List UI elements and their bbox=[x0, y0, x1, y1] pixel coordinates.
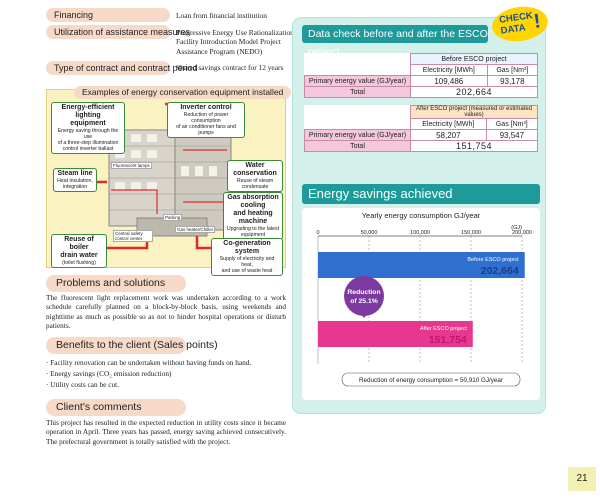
label-steam: Steam line Heat insulation, integration bbox=[53, 168, 97, 192]
equipment-title: Examples of energy conservation equipmen… bbox=[74, 86, 292, 99]
tag-fluorescent-lamps: Fluorescent lamps bbox=[111, 162, 152, 169]
reduction-circle bbox=[344, 276, 384, 316]
utilization-value: Progressive Energy Use Rationalization F… bbox=[176, 28, 294, 56]
before-electricity: 109,486 bbox=[410, 75, 488, 87]
label-lighting: Energy-efficient lighting equipment Ener… bbox=[51, 102, 125, 154]
after-total-label: Total bbox=[304, 140, 411, 152]
before-table: Before ESCO project Electricity [MWh] Ga… bbox=[304, 53, 539, 98]
label-cogeneration: Co-generation system Supply of electrici… bbox=[211, 238, 283, 276]
after-table: After ESCO project (measured or estimate… bbox=[304, 105, 539, 152]
x-tick-label: 150,000 bbox=[461, 230, 481, 236]
after-col-gas: Gas [Nm³] bbox=[485, 118, 539, 130]
label-water: Water conservation Reuse of steam conden… bbox=[227, 160, 283, 192]
before-col-electricity: Electricity [MWh] bbox=[410, 64, 488, 76]
problems-text: The fluorescent light replacement work w… bbox=[46, 293, 286, 330]
x-tick-label: 50,000 bbox=[361, 230, 378, 236]
label-gas-absorption: Gas absorption cooling and heating machi… bbox=[223, 192, 283, 240]
savings-chart-box: Yearly energy consumption GJ/year (GJ) 0 50… bbox=[302, 208, 540, 400]
x-tick-label: 100,000 bbox=[410, 230, 430, 236]
reduction-total-box bbox=[341, 372, 521, 387]
after-gas: 93,547 bbox=[485, 129, 539, 141]
bar-category-label: After ESCO project bbox=[420, 326, 467, 332]
financing-label: Financing bbox=[46, 8, 170, 22]
reduction-text-line2: of 25.1% bbox=[350, 298, 378, 305]
before-col-gas: Gas [Nm³] bbox=[486, 64, 539, 76]
chart-title: Yearly energy consumption GJ/year bbox=[362, 211, 481, 220]
bar-value-label: 202,664 bbox=[481, 265, 519, 277]
x-tick-label: 0 bbox=[316, 230, 319, 236]
before-total-label: Total bbox=[304, 86, 411, 98]
before-row-label: Primary energy value (GJ/year) bbox=[304, 75, 411, 87]
after-row-label: Primary energy value (GJ/year) bbox=[304, 129, 411, 141]
savings-title: Energy savings achieved bbox=[302, 184, 540, 204]
tag-gas-heater: Gas heater/Chiller bbox=[175, 226, 216, 233]
equipment-diagram: Energy-efficient lighting equipment Ener… bbox=[46, 89, 286, 276]
before-caption: Before ESCO project bbox=[410, 53, 538, 65]
after-total: 151,754 bbox=[410, 140, 538, 152]
bar-category-label: Before ESCO project bbox=[467, 257, 519, 263]
badge-line2: DATA bbox=[500, 22, 527, 37]
contract-value: Shared savings contract for 12 years bbox=[176, 63, 284, 72]
bar-value-label: 151,754 bbox=[429, 334, 467, 346]
label-boiler: Reuse of boiler drain water (toilet flus… bbox=[51, 234, 107, 268]
page-number: 21 bbox=[568, 467, 596, 491]
financing-value: Loan from financial institution bbox=[176, 11, 267, 20]
after-caption: After ESCO project (measured or estimate… bbox=[410, 105, 538, 119]
benefit-item: · Energy savings (CO₂ emission reduction… bbox=[46, 369, 172, 378]
label-inverter: Inverter control Reduction of power cons… bbox=[167, 102, 245, 138]
data-check-title: Data check before and after the ESCO pro… bbox=[302, 25, 488, 58]
tag-parking: Parking bbox=[163, 214, 183, 221]
comments-title: Client's comments bbox=[46, 399, 186, 416]
chart-unit: (GJ) bbox=[511, 225, 522, 231]
utilization-label: Utilization of assistance measures bbox=[46, 25, 190, 39]
comments-text: This project has resulted in the expecte… bbox=[46, 418, 286, 446]
benefits-title: Benefits to the client (Sales points) bbox=[46, 337, 218, 354]
bar bbox=[318, 252, 525, 278]
bar bbox=[318, 321, 473, 347]
after-electricity: 58,207 bbox=[410, 129, 487, 141]
reduction-text-line1: Reduction bbox=[347, 289, 380, 296]
before-gas: 93,178 bbox=[486, 75, 539, 87]
after-col-electricity: Electricity [MWh] bbox=[410, 118, 487, 130]
x-tick-label: 200,000 bbox=[512, 230, 532, 236]
problems-title: Problems and solutions bbox=[46, 275, 186, 292]
benefit-item: · Utility costs can be cut. bbox=[46, 380, 119, 389]
reduction-total-text: Reduction of energy consumption = 50,910… bbox=[359, 377, 503, 384]
contract-label: Type of contract and contract period bbox=[46, 61, 198, 75]
tag-central-safety: Central safety control center bbox=[113, 230, 153, 242]
benefit-item: · Facility renovation can be undertaken … bbox=[46, 358, 252, 367]
badge-mark: ! bbox=[532, 10, 543, 33]
before-total: 202,664 bbox=[410, 86, 538, 98]
energy-chart: Yearly energy consumption GJ/year (GJ) 0 50… bbox=[316, 211, 532, 387]
